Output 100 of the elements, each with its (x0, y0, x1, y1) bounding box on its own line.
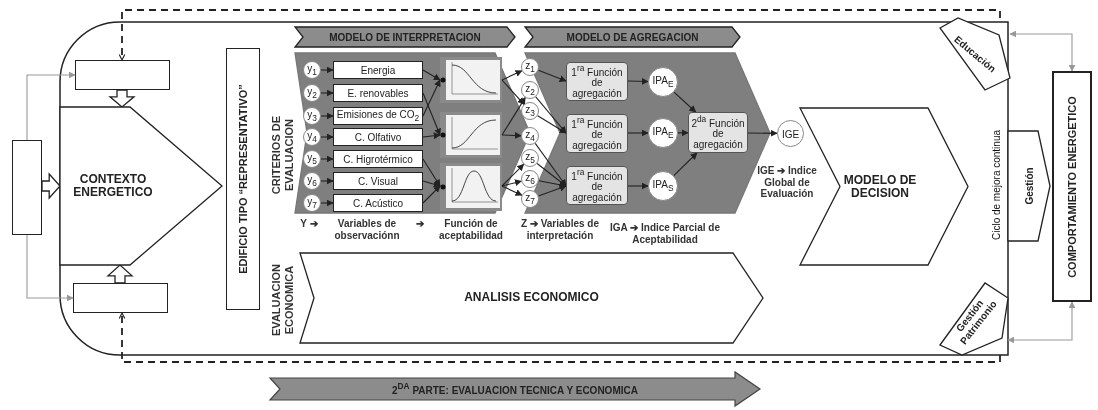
node-label: 1$^{ra}$ Función de agregación (570, 63, 624, 100)
corner-tab (940, 18, 1010, 90)
node-label: 1$^{ra}$ Función de agregación (570, 167, 624, 204)
node-label: Gestión (1023, 167, 1035, 205)
stage-banner (525, 27, 740, 47)
arrow (422, 132, 441, 140)
arrow (422, 79, 441, 117)
node-label: CONTEXTO ENERGETICO (72, 172, 154, 200)
axis-note: Función de aceptabilidad (438, 218, 504, 241)
axis-note: ➔ (415, 218, 425, 230)
node-label: C. Visual (357, 175, 399, 187)
node-label: y$_{4}$ (306, 129, 318, 145)
management-tab (1008, 131, 1050, 241)
node-label: z$_{3}$ (524, 103, 536, 119)
node-label: z$_{6}$ (524, 171, 536, 187)
behaviour-box (1052, 71, 1092, 302)
block-arrow (41, 172, 61, 200)
node-label: y$_{2}$ (306, 85, 318, 101)
arrow (320, 133, 334, 141)
arrow (627, 129, 649, 137)
arrow (422, 158, 441, 187)
node-label: z$_{5}$ (524, 150, 536, 166)
arrow (320, 177, 334, 185)
empty-box (12, 140, 42, 235)
criterion-box (333, 194, 423, 212)
arrow (320, 199, 334, 207)
arrow (501, 70, 523, 81)
arrow (422, 92, 441, 136)
empty-box (75, 60, 170, 90)
arrow (320, 112, 334, 120)
node-label: y$_{5}$ (306, 151, 318, 167)
dashed-arrow (118, 312, 1001, 363)
arrow (422, 180, 441, 188)
node-label: C. Higrotérmico (342, 153, 414, 165)
dashed-arrow (118, 9, 1001, 61)
criterion-box (333, 61, 423, 79)
node-label: IPA$_{E}$ (651, 74, 675, 90)
arrow (501, 131, 522, 139)
block-arrow (108, 89, 136, 108)
node-label: 2$^{DA}$ PARTE: EVALUACION TECNICA Y ECONOMICA (391, 382, 639, 396)
building-box (226, 48, 260, 310)
node-label: z$_{7}$ (524, 191, 536, 207)
criterion-box (333, 150, 423, 168)
criterion-box (333, 84, 423, 102)
node-label: IPA$_{S}$ (651, 178, 675, 194)
node-label: ANALISIS ECONOMICO (463, 291, 600, 305)
node-label: 2$^{da}$ Función de agregación (690, 114, 746, 151)
axis-note: IGA ➔ Indice Parcial de Aceptabilidad (609, 222, 721, 245)
arrow (1007, 301, 1076, 344)
node-label: E. renovables (346, 87, 410, 99)
node-label: z$_{4}$ (524, 128, 536, 144)
arrow (537, 115, 567, 134)
criterion-box (333, 172, 423, 190)
node-label: COMPORTAMIENTO ENERGETICO (1065, 95, 1079, 278)
node-label: y$_{3}$ (306, 108, 318, 124)
phase-arrow (270, 372, 760, 406)
corner-tab (940, 283, 1008, 355)
arrow (534, 142, 567, 187)
axis-note: IGE ➔ Indice Global de Evaluación (756, 165, 818, 200)
arrow (747, 129, 778, 137)
node-label: y$_{1}$ (306, 62, 318, 78)
arrow (537, 184, 567, 197)
acceptability-curve-drawing (440, 112, 502, 158)
node-label: MODELO DE AGREGACION (565, 31, 700, 43)
node-label: MODELO DE DECISION (842, 173, 918, 200)
arrow (535, 96, 567, 134)
arrow (320, 155, 334, 163)
section-label: CRITERIOS DE EVALUACION (270, 114, 296, 197)
context-pentagon (60, 107, 222, 265)
node-label: C. Olfativo (353, 131, 403, 143)
arrow (673, 91, 697, 113)
arrow (501, 179, 522, 187)
acceptability-curve-drawing (440, 163, 502, 211)
axis-note: Variables de observaciónn (333, 218, 401, 241)
arrow (1009, 30, 1076, 72)
block-arrow (106, 264, 134, 284)
arrow (627, 182, 649, 190)
arrow (422, 185, 441, 204)
node-label: z$_{1}$ (524, 59, 536, 75)
node-label: Energia (359, 64, 397, 76)
node-label: IGE (780, 128, 801, 139)
arrow (501, 185, 523, 196)
node-label: MODELO DE INTERPRETACION (328, 31, 482, 43)
arrow (536, 163, 567, 187)
arrow (501, 163, 525, 187)
node-label: IPA$_{E}$ (651, 125, 675, 141)
node-label: y$_{7}$ (306, 195, 318, 211)
arrow (673, 152, 698, 177)
arrow (26, 234, 74, 302)
arrow (320, 89, 334, 97)
arrow (26, 71, 76, 141)
empty-box (73, 283, 168, 313)
arrow (537, 69, 567, 82)
analysis-panel (300, 253, 763, 343)
node-label: 1$^{ra}$ Función de agregación (570, 115, 624, 152)
section-label: EVALUACION ECONOMICA (270, 263, 296, 338)
arrow (320, 66, 334, 74)
arrow (422, 69, 441, 81)
arrow (677, 129, 689, 137)
stage-banner (295, 27, 515, 47)
